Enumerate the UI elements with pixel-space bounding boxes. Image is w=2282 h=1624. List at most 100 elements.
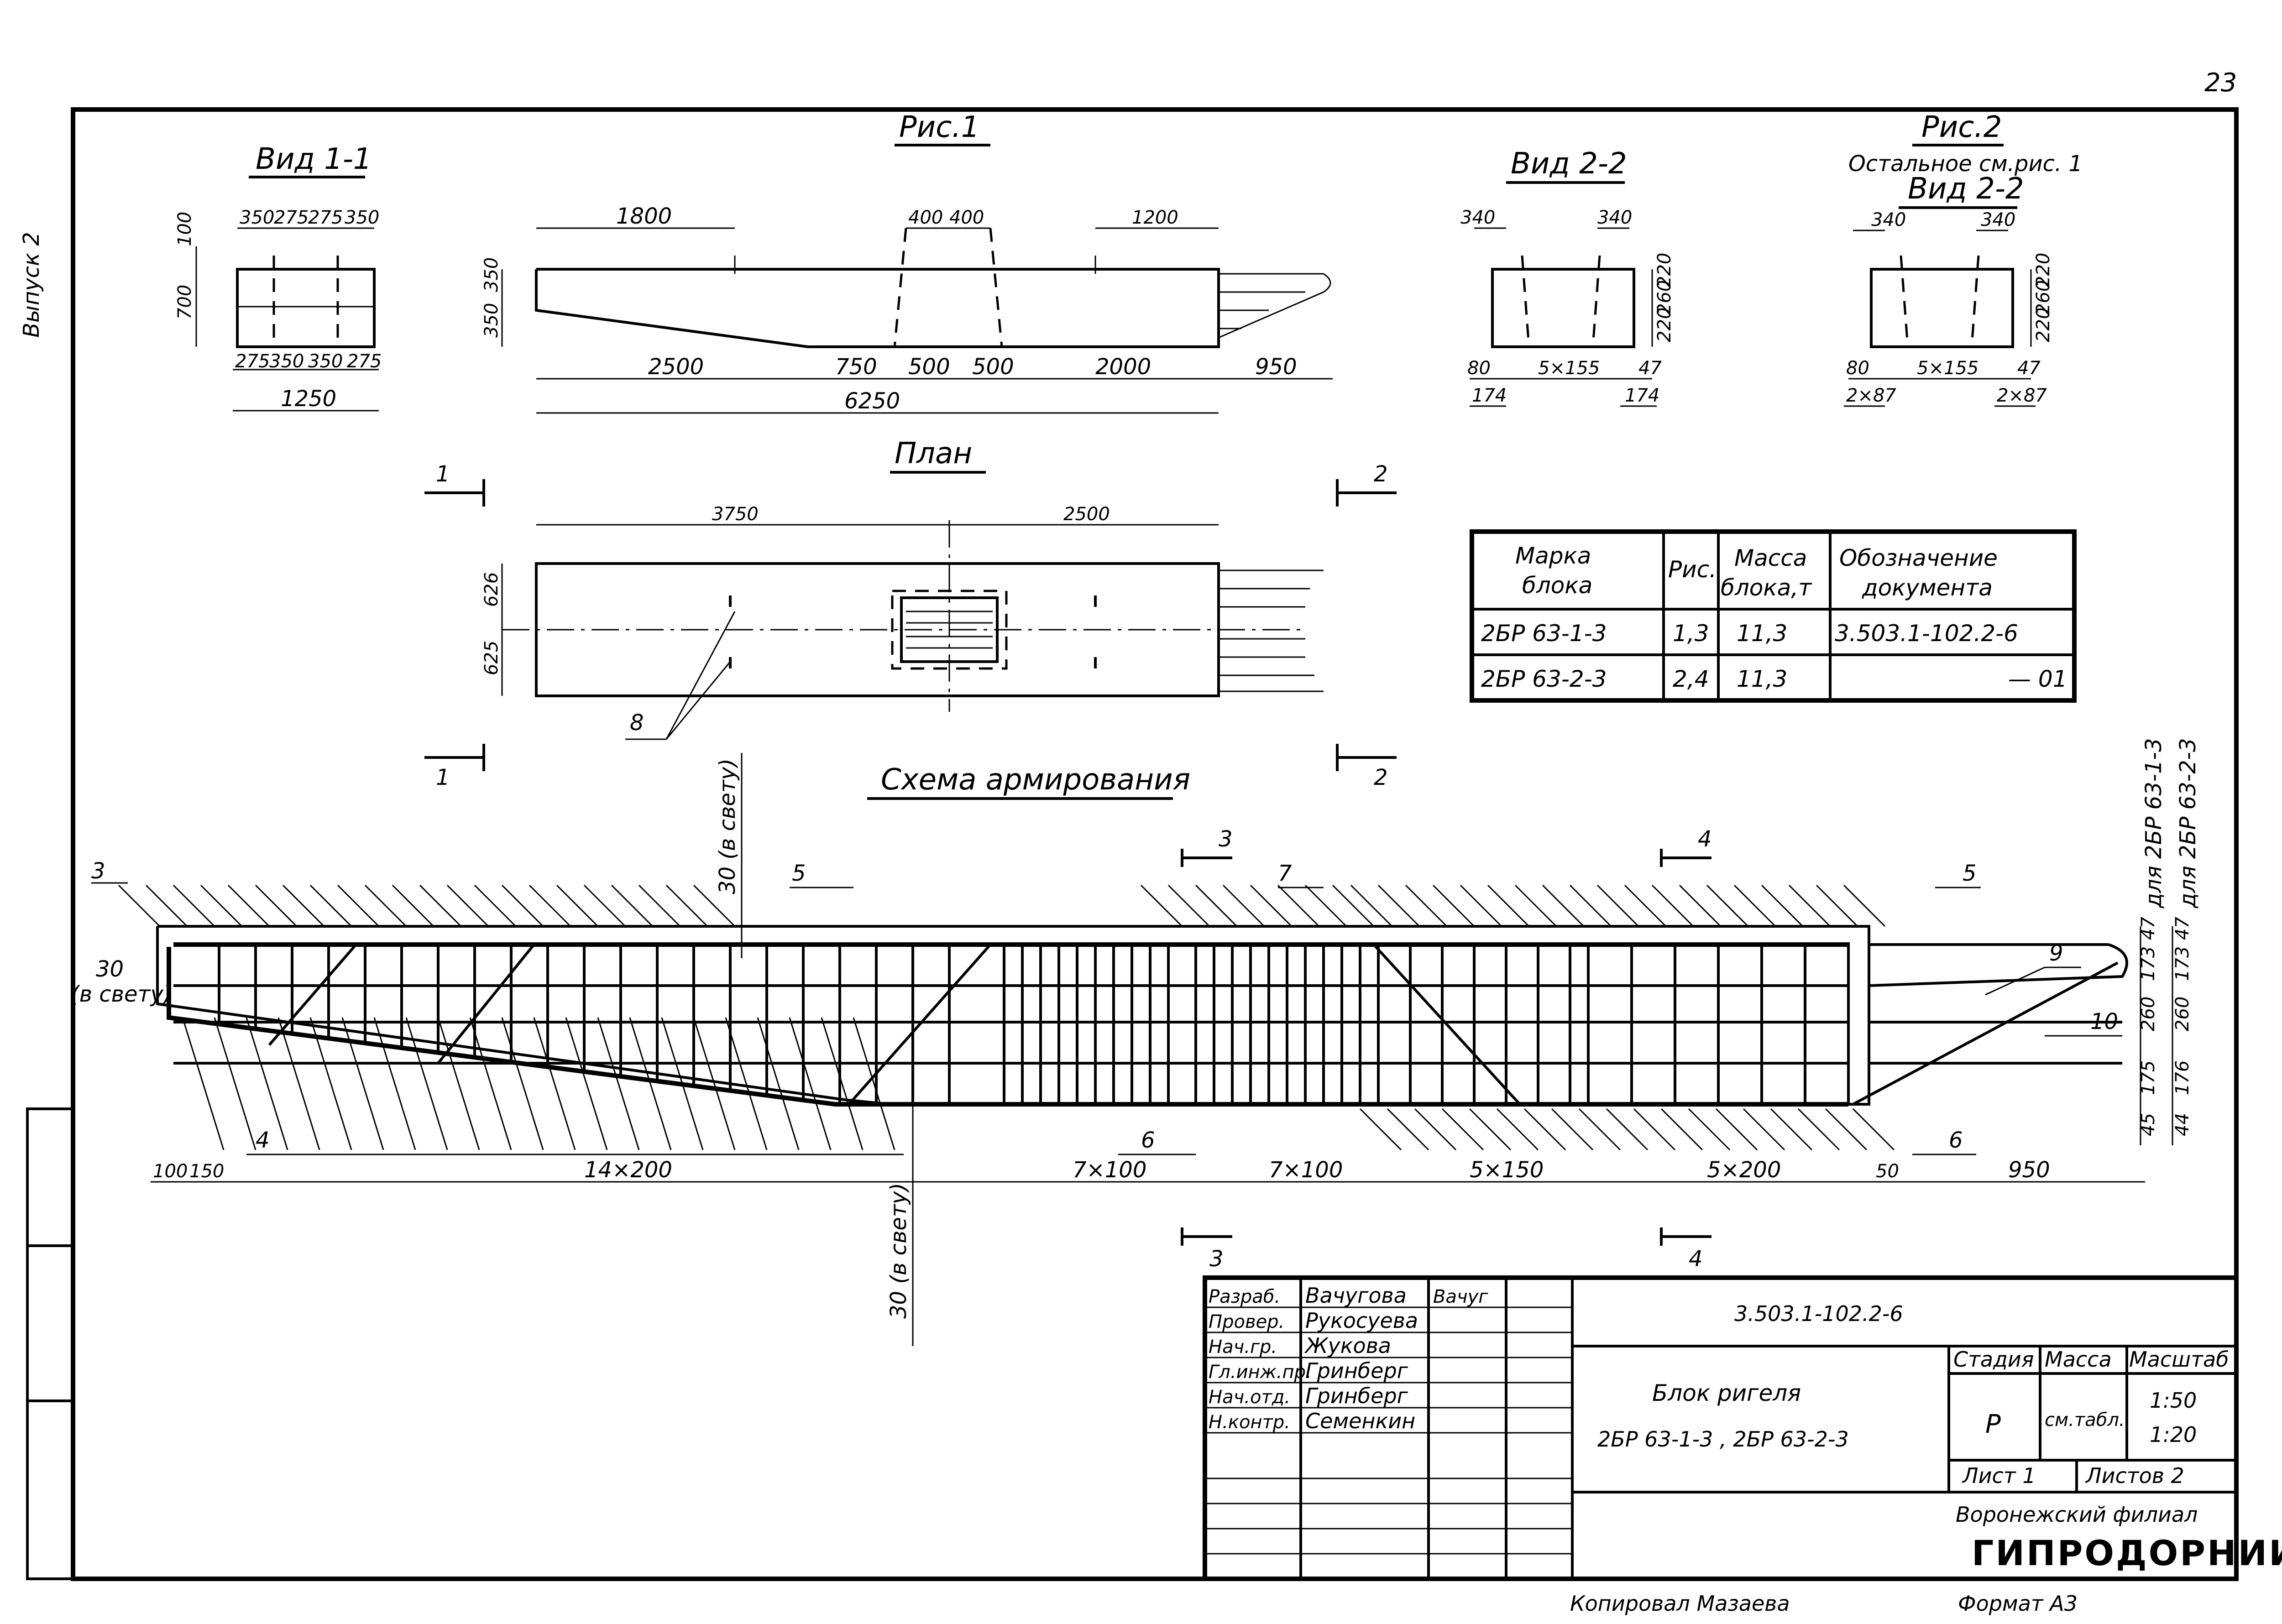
fig2-dim-b2-1: 2×87 (1997, 385, 2047, 406)
callout-5a: 5 (792, 861, 806, 886)
reinf-dim-6: 5×200 (1707, 1157, 1781, 1183)
dim-a-2: 260 (2138, 997, 2159, 1031)
v22-dim-b2-0: 174 (1472, 385, 1507, 406)
table-header-2b: блока,т (1721, 574, 1812, 601)
hatch-line (227, 884, 270, 927)
v11-dim-top-2: 275 (308, 207, 343, 228)
figure-2: Рис.2 Остальное см.рис. 1 Вид 2-2 340 34… (1844, 110, 2083, 407)
callout-5b: 5 (1963, 861, 1977, 886)
table-header-0a: Марка (1515, 543, 1591, 569)
v11-dim-total: 1250 (281, 386, 336, 412)
hatch-line (1660, 1108, 1703, 1151)
hatch-line (1542, 884, 1585, 927)
elev-dim-top-1: 400 (908, 207, 943, 228)
reinf-clear-left: 30 (96, 956, 124, 982)
tb-scale-1: 1:50 (2150, 1388, 2197, 1413)
reinf-dim-7: 50 (1876, 1161, 1899, 1182)
hatch-line (1304, 884, 1347, 927)
hatch-line (1688, 1108, 1731, 1151)
hatch-line (1743, 1108, 1785, 1151)
hatch-line (1277, 884, 1320, 927)
fig2-dim-r-1: 260 (2033, 280, 2054, 315)
hatch-line (1432, 884, 1475, 927)
hatch-line (1140, 884, 1183, 927)
tb-role-1: Провер. (1209, 1311, 1284, 1332)
block-table: Марка блока Рис. Масса блока,т Обозначен… (1470, 529, 2077, 703)
reinf-clear-bottom: 30 (в свету) (886, 1183, 911, 1319)
reinf-dim-4: 7×100 (1269, 1157, 1343, 1183)
hatch-line (665, 884, 708, 927)
hatch-line (1770, 1108, 1813, 1151)
plan-title: План (895, 437, 972, 470)
hatch-line (1706, 884, 1749, 927)
hatch-line (214, 1017, 256, 1150)
sec2-bot: 2 (1374, 765, 1388, 790)
dim-a-0: 47 (2138, 917, 2159, 940)
hatch-line (1359, 1108, 1402, 1151)
v11-dim-bot-3: 275 (347, 351, 382, 372)
tb-role-3: Гл.инж.пр. (1209, 1362, 1312, 1383)
callout-9: 9 (2049, 940, 2063, 966)
tb-sign-0: Вачуг (1433, 1286, 1488, 1307)
hatch-line (1606, 1108, 1649, 1151)
beam-elevation: 1800 400 400 1200 350 350 2500 750 500 5… (481, 204, 1333, 414)
hatch-line (556, 884, 599, 927)
hatch-line (1679, 884, 1722, 927)
reinf-dim-1: 150 (189, 1161, 224, 1182)
fig2-dim-b-1: 5×155 (1917, 358, 1978, 379)
sec4-top: 4 (1698, 826, 1712, 852)
tb-doc-code: 3.503.1-102.2-6 (1734, 1301, 1903, 1326)
hatch-line (1195, 884, 1238, 927)
v22-dim-top-1: 340 (1597, 207, 1632, 228)
tb-sheets: Листов 2 (2085, 1463, 2184, 1488)
tb-stage-h: Стадия (1953, 1347, 2034, 1372)
reinf-dim-2: 14×200 (584, 1157, 672, 1183)
hatch-line (583, 884, 626, 927)
hatch-line (1651, 884, 1694, 927)
dim-b-3: 176 (2172, 1060, 2193, 1095)
hatch-line (1405, 884, 1448, 927)
series-label: Выпуск 2 (19, 232, 44, 338)
v22-dim-b-2: 47 (1638, 358, 1662, 379)
tb-name-2: Жукова (1304, 1333, 1391, 1358)
hatch-line (341, 1017, 384, 1150)
elev-dim-top-3: 1200 (1132, 207, 1178, 228)
hatch-line (757, 1017, 800, 1150)
sec4-bot: 4 (1689, 1246, 1703, 1272)
reinf-clear-left2: (в свету) (71, 982, 172, 1007)
fig2-caption: Рис.2 (1921, 110, 2002, 144)
fig2-dim-b2-0: 2×87 (1846, 385, 1896, 406)
elev-dim-bot-0: 2500 (648, 354, 704, 380)
reinf-dim-0: 100 (153, 1161, 188, 1182)
fig2-dim-b-2: 47 (2017, 358, 2041, 379)
elev-dim-bot-4: 2000 (1095, 354, 1151, 380)
elev-dim-total: 6250 (844, 388, 900, 414)
hatch-line (173, 884, 215, 927)
hatch-line (597, 1017, 640, 1150)
table-header-0b: блока (1522, 572, 1592, 599)
footer-copied: Копировал Мазаева (1570, 1591, 1790, 1616)
elev-dim-bot-3: 500 (972, 354, 1014, 380)
hatch-line (1715, 1108, 1758, 1151)
hatch-line (1460, 884, 1502, 927)
view-2-2: Вид 2-2 340 340 220 260 220 80 5×155 47 … (1460, 147, 1675, 407)
dim-b-2: 260 (2172, 997, 2193, 1031)
hatch-line (1624, 884, 1667, 927)
hatch-line (1843, 884, 1886, 927)
callout-6b: 6 (1949, 1128, 1963, 1153)
fig2-dim-r-2: 220 (2033, 308, 2054, 342)
hatch-line (1441, 1108, 1484, 1151)
hatch-line (405, 1017, 448, 1150)
hatch-line (1514, 884, 1557, 927)
table-r1-c0: 2БР 63-2-3 (1481, 666, 1607, 692)
v11-dim-bot-2: 350 (308, 351, 343, 372)
v22-dim-b-1: 5×155 (1538, 358, 1600, 379)
hatch-line (282, 884, 325, 927)
hatch-line (1633, 1108, 1676, 1151)
elev-dim-left-0: 350 (481, 257, 502, 292)
hatch-line (1250, 884, 1293, 927)
reinf-dim-5: 5×150 (1470, 1157, 1544, 1183)
table-r0-c2: 11,3 (1737, 620, 1787, 647)
tb-stage: Р (1985, 1410, 2001, 1439)
